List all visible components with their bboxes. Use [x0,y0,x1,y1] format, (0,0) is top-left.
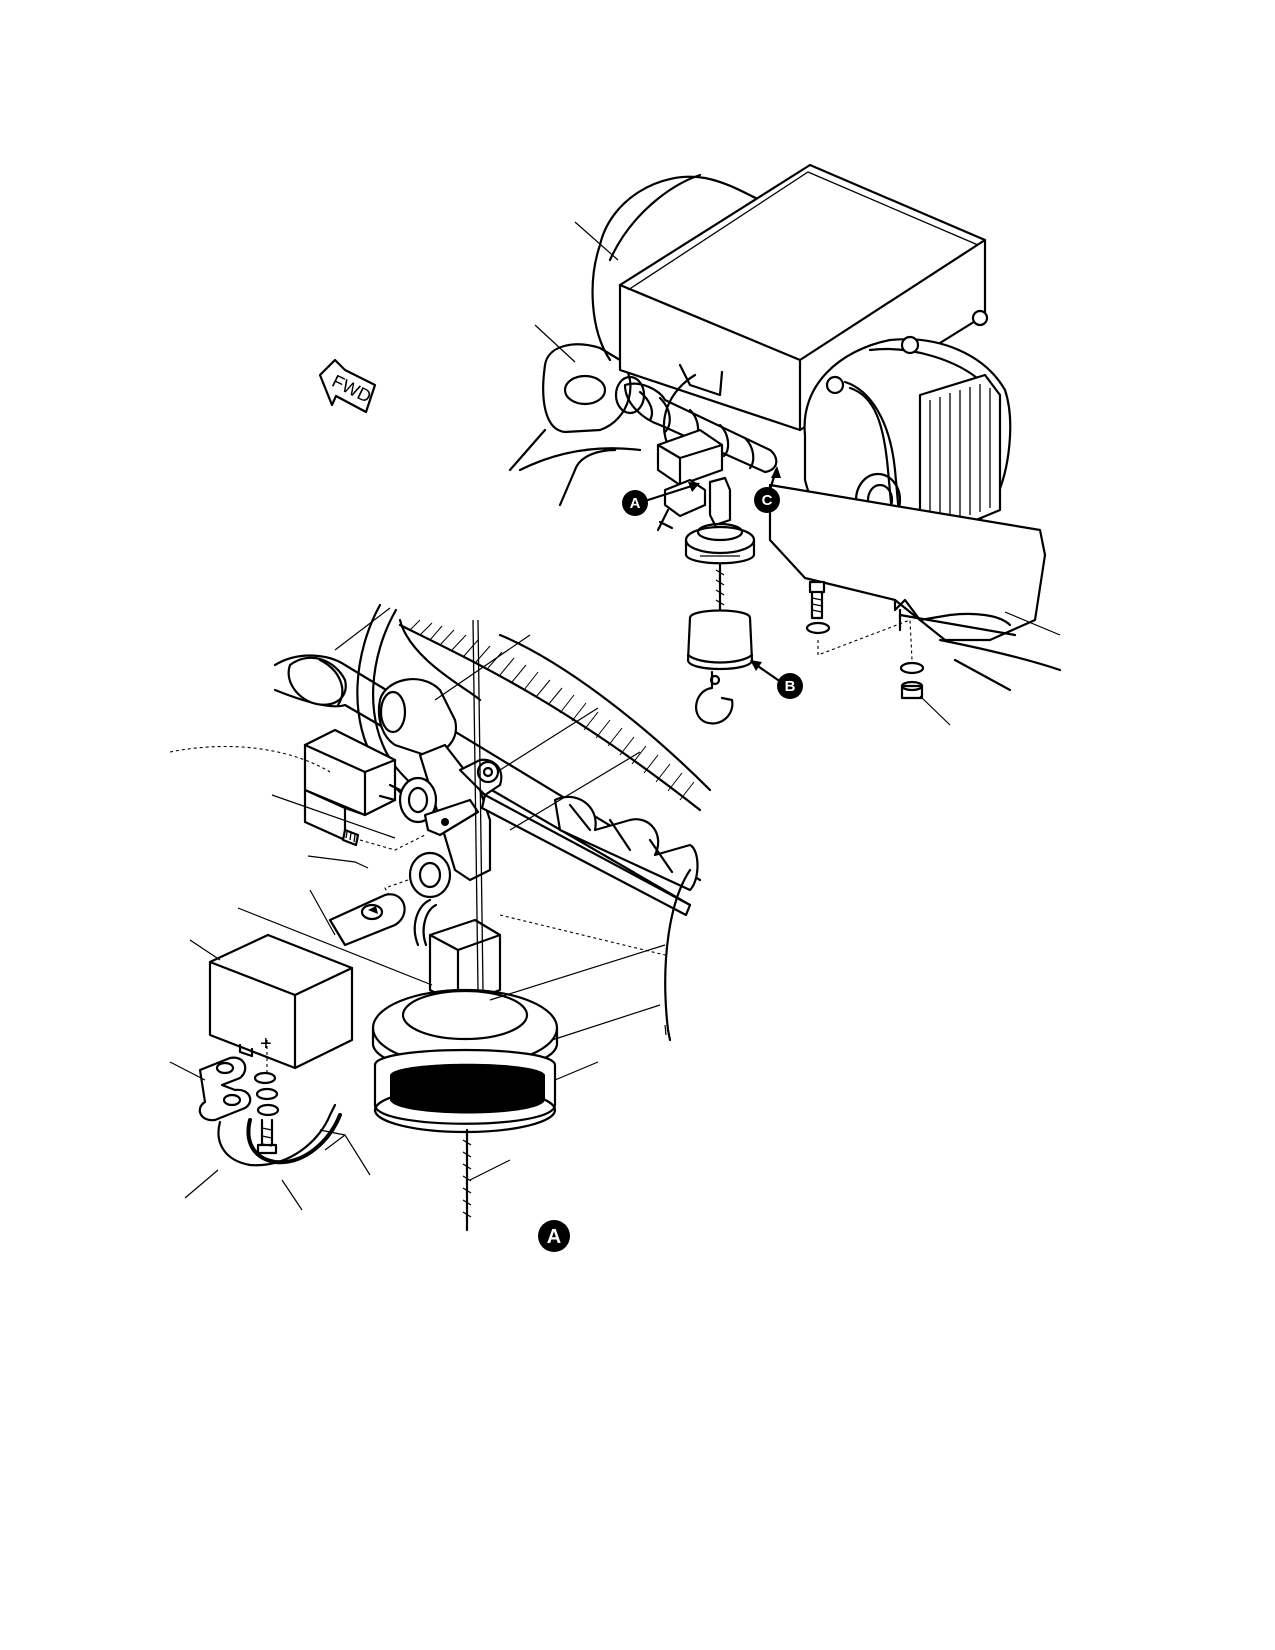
set-screw [341,828,426,851]
hoist-base-frame [508,428,642,507]
leader-line-10 [489,944,666,1001]
worm-shaft-detail [273,654,702,907]
svg-text:A: A [547,1226,561,1248]
leader-line-6 [307,855,369,869]
callout-c: C [754,466,781,513]
leader-line-16 [319,1129,371,1176]
forward-direction-arrow: FWD [318,358,377,414]
svg-text:C: C [762,492,773,509]
leader-line-nut [919,695,951,726]
leader-line-9 [189,939,221,961]
leader-line-14 [184,1169,219,1199]
cover-notch [678,363,724,397]
terminal-strap [198,1056,252,1122]
leader-line-1 [334,607,391,651]
upper-sheave [684,522,756,565]
leader-line-drum [574,221,619,261]
limit-switch-body [303,728,397,842]
lifting-hook [695,670,734,725]
limit-switch-assembly-small [656,428,732,532]
leader-line-15 [281,1179,303,1211]
bushing [384,851,452,906]
positive-terminal-mark: + [260,1033,272,1055]
worm-shaft [614,375,778,474]
leader-line-lug [534,324,576,363]
leader-line-8 [237,907,433,986]
callout-a-detail: A [538,1220,570,1252]
drum-cable-wrap [398,618,712,812]
leader-line-17 [469,1159,511,1181]
relay-box: + [208,933,354,1070]
leader-line-11 [551,1004,661,1041]
lead-wires [413,898,438,947]
mounting-bracket-right [768,483,1062,692]
mounting-lug-hole [563,374,607,406]
hoist-wire [472,619,479,991]
callout-a-upper: A [622,482,700,516]
leader-line-4 [509,751,641,831]
detail-a-view: + [169,603,712,1232]
bottom-lead-wires [217,1103,342,1167]
callout-b: B [750,660,803,699]
terminal-hardware [253,1040,280,1155]
motor-housing [803,309,1019,568]
leader-line-12 [554,1061,599,1081]
base-rail [938,638,1062,692]
leader-line-bracket [1004,611,1061,636]
leader-line-2 [434,634,531,701]
leader-line-5 [271,794,396,839]
actuator-lever [378,776,480,837]
leader-line-7 [309,889,336,936]
hook-block [686,609,754,725]
detail-boundary [169,745,666,956]
hoist-assembly-view [508,163,1062,726]
mounting-tab [328,893,406,947]
svg-text:B: B [785,678,796,695]
mounting-lug [542,343,632,434]
svg-text:A: A [630,495,641,512]
large-sheave [371,988,559,1134]
fastener-stack [805,580,925,700]
leader-line-3 [499,707,599,771]
leader-line-13 [169,1061,206,1081]
